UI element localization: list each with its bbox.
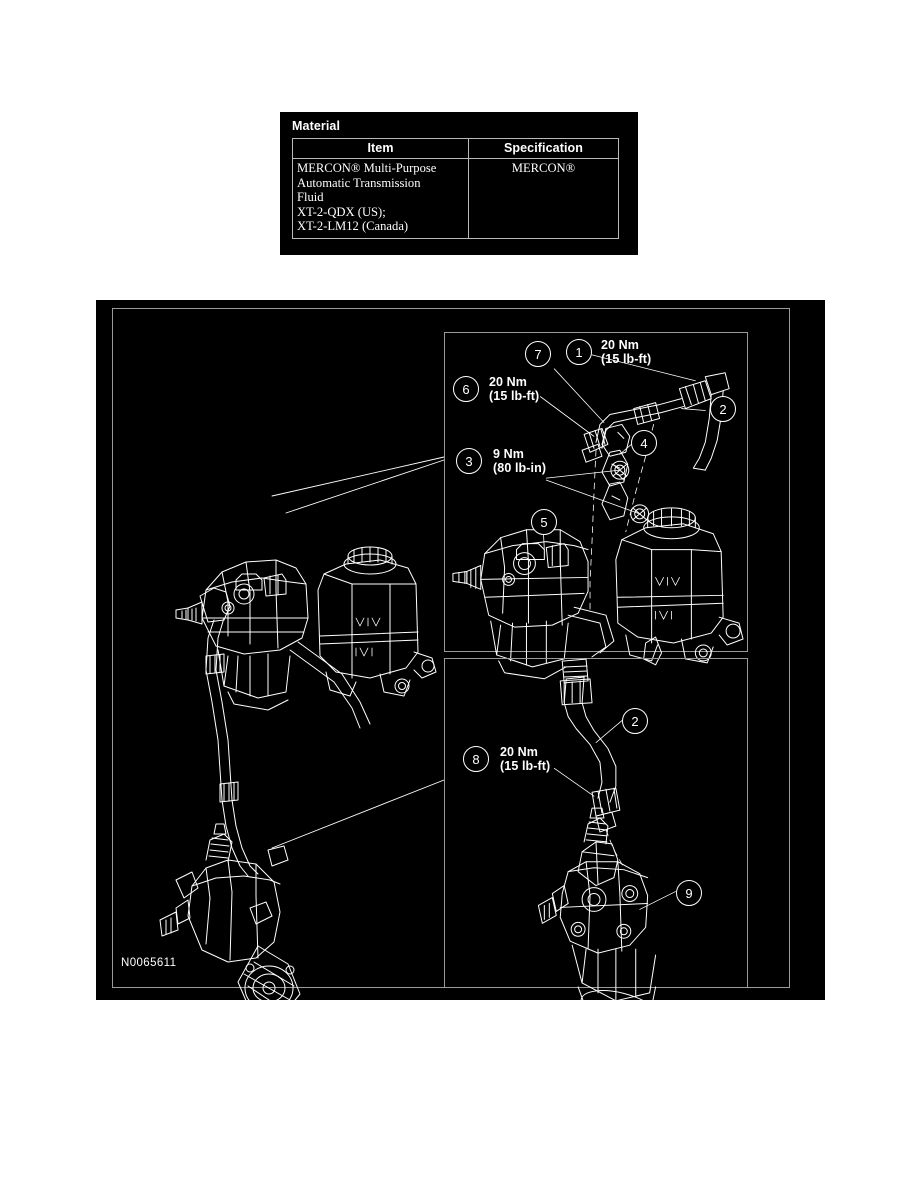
- booster-detail-artwork: [452, 354, 744, 680]
- callout-8[interactable]: 8: [463, 746, 489, 772]
- callout-2-top[interactable]: 2: [710, 396, 736, 422]
- figure-id-label: N0065611: [121, 957, 177, 969]
- detail-panel-pump: 2 8 20 Nm (15 lb-ft) 9: [444, 658, 748, 1034]
- torque-label-6: 20 Nm (15 lb-ft): [489, 375, 540, 403]
- callout-3[interactable]: 3: [456, 448, 482, 474]
- callout-7[interactable]: 7: [525, 341, 551, 367]
- material-table-block: Material Item Specification MERCON® Mult…: [280, 112, 638, 255]
- callout-5[interactable]: 5: [531, 509, 557, 535]
- cell-item: MERCON® Multi-Purpose Automatic Transmis…: [292, 158, 469, 239]
- torque-label-8: 20 Nm (15 lb-ft): [500, 745, 551, 773]
- torque-label-1: 20 Nm (15 lb-ft): [601, 338, 652, 366]
- figure-illustration: 7 1 20 Nm (15 lb-ft) 6 20 Nm (15 lb-ft) …: [96, 300, 825, 1034]
- main-assembly-artwork: [159, 456, 445, 1017]
- callout-6[interactable]: 6: [453, 376, 479, 402]
- material-title: Material: [292, 119, 341, 133]
- torque-label-3: 9 Nm (80 lb-in): [493, 447, 547, 475]
- callout-1[interactable]: 1: [566, 339, 592, 365]
- material-table: Item Specification MERCON® Multi-Purpose…: [292, 138, 619, 239]
- column-header-item: Item: [292, 138, 469, 159]
- callout-9[interactable]: 9: [676, 880, 702, 906]
- cell-specification: MERCON®: [468, 158, 619, 239]
- pump-detail-artwork: [537, 658, 676, 1034]
- item-text: MERCON® Multi-Purpose Automatic Transmis…: [297, 161, 437, 234]
- column-header-specification: Specification: [468, 138, 619, 159]
- table-row: MERCON® Multi-Purpose Automatic Transmis…: [292, 158, 619, 239]
- table-header-row: Item Specification: [292, 138, 619, 159]
- callout-4[interactable]: 4: [631, 430, 657, 456]
- detail-panel-booster: 7 1 20 Nm (15 lb-ft) 6 20 Nm (15 lb-ft) …: [444, 332, 748, 680]
- callout-2-bottom[interactable]: 2: [622, 708, 648, 734]
